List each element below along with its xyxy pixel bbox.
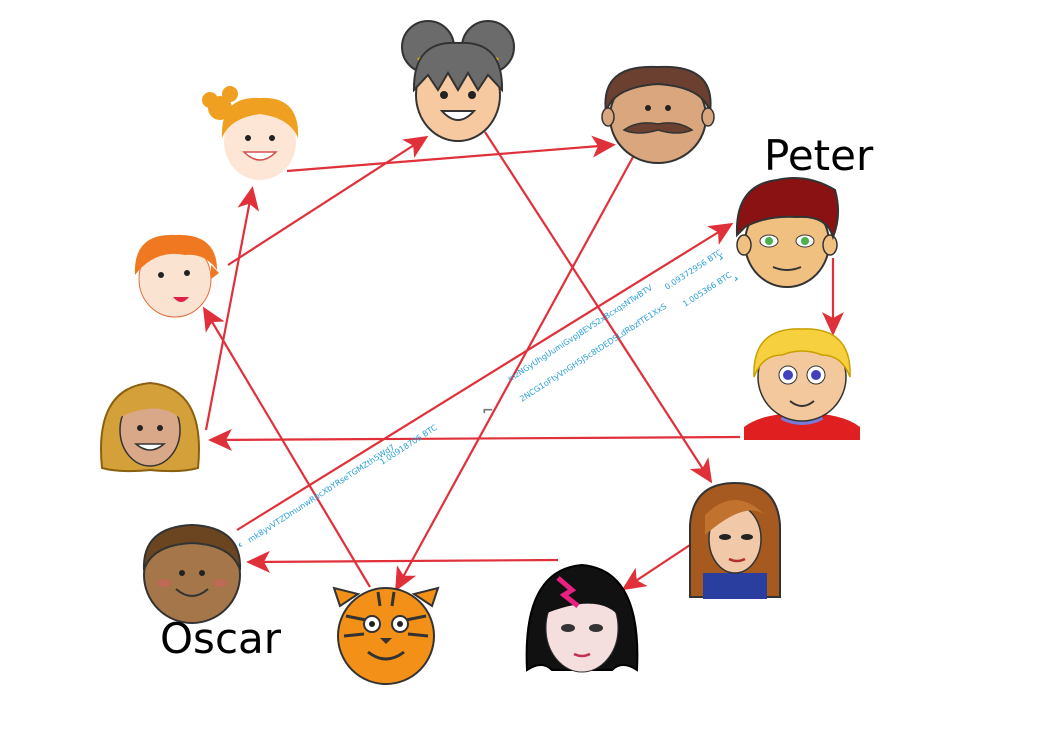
arrow-auburn-to-goth: [621, 544, 691, 591]
tx-center-bracket: ⌐: [482, 403, 494, 419]
red-hair-girl-face-icon: [134, 234, 219, 318]
woman-auburn-hair-face-icon: [689, 481, 781, 599]
blond-boy-face-icon: [744, 328, 860, 440]
tx-to-address-1: mzNGyUhgUumiGvpJ8EVS2xBcxqsNTwBTV: [506, 283, 654, 384]
man-with-mustache-face-icon: [601, 65, 715, 164]
arrow-curly-to-ginger: [204, 186, 260, 431]
tx-output-chevron-1: ›: [719, 251, 724, 264]
arrow-goth-to-oscar: [246, 550, 559, 573]
transaction-annotation: ‹ mk8yvVTZDmunwRbcXbYRseTGMZth5Wd7 1.009…: [235, 248, 739, 552]
oscar-name-label: Oscar: [160, 614, 282, 663]
peter-name-label: Peter: [764, 131, 874, 180]
black-hair-girl-face-icon: [525, 563, 639, 673]
tx-input-chevron: ‹: [235, 538, 246, 551]
tx-output-chevron-2: ›: [734, 272, 739, 285]
ginger-pigtail-girl-face-icon: [202, 86, 299, 180]
arrow-blond-to-curly: [208, 428, 741, 451]
arrow-tiger-to-redhair: [202, 306, 371, 588]
boy-brown-hair-face-icon: [735, 177, 839, 288]
arrow-oscar-to-peter: [236, 222, 734, 531]
arrow-ginger-to-mustache: [286, 135, 616, 173]
tiger-face-icon: [332, 586, 440, 685]
arrows: [202, 131, 844, 592]
arrow-mustache-to-tiger: [395, 156, 634, 592]
curly-boy-face-icon: [142, 523, 242, 624]
curly-blonde-girl-face-icon: [100, 381, 200, 473]
arrow-redhair-to-pigtails: [227, 135, 429, 266]
girl-with-pigtails-face-icon: [401, 20, 515, 142]
tx-from-address: mk8yvVTZDmunwRbcXbYRseTGMZth5Wd7: [246, 443, 396, 545]
